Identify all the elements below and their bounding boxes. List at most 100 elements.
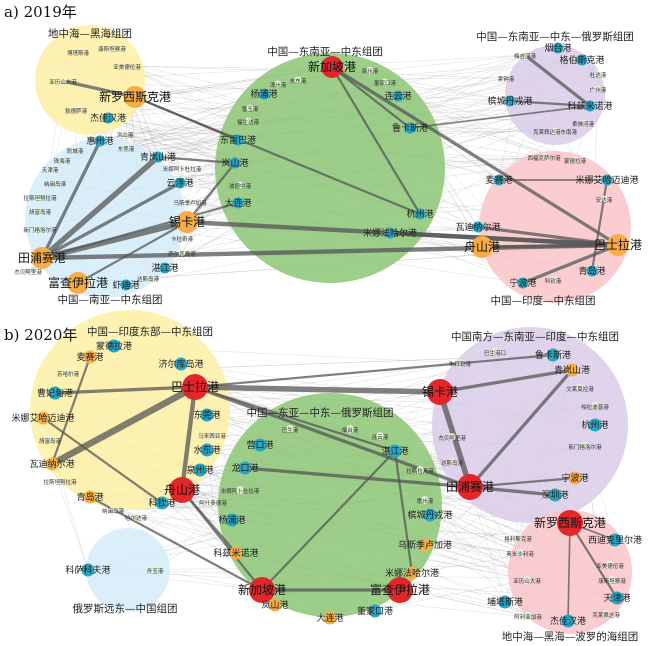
port-node[interactable]	[548, 488, 562, 502]
port-node[interactable]	[121, 130, 129, 138]
port-node[interactable]	[294, 76, 302, 84]
port-node[interactable]	[404, 122, 416, 134]
port-node[interactable]	[608, 533, 622, 547]
port-node[interactable]	[448, 458, 456, 466]
port-node[interactable]	[193, 463, 207, 477]
port-node[interactable]	[381, 78, 389, 86]
port-node[interactable]	[321, 56, 343, 78]
port-node[interactable]	[414, 208, 426, 220]
port-node[interactable]	[368, 604, 382, 618]
port-node[interactable]	[107, 339, 121, 353]
port-node[interactable]	[249, 577, 275, 603]
port-node[interactable]	[471, 236, 493, 258]
port-node[interactable]	[557, 510, 583, 536]
port-node[interactable]	[244, 117, 252, 125]
port-node[interactable]	[576, 384, 584, 392]
port-node[interactable]	[594, 70, 602, 78]
port-node[interactable]	[517, 277, 529, 289]
port-node[interactable]	[232, 197, 244, 209]
port-node[interactable]	[610, 591, 624, 605]
port-node[interactable]	[504, 95, 516, 107]
port-node[interactable]	[608, 576, 616, 584]
port-node[interactable]	[122, 144, 130, 152]
port-node[interactable]	[565, 363, 579, 377]
port-node[interactable]	[416, 466, 424, 474]
port-node[interactable]	[456, 359, 464, 367]
port-node[interactable]	[225, 513, 239, 527]
port-node[interactable]	[31, 247, 53, 269]
port-node[interactable]	[24, 267, 32, 275]
port-node[interactable]	[540, 153, 548, 161]
port-node[interactable]	[268, 598, 282, 612]
port-node[interactable]	[209, 498, 217, 506]
port-node[interactable]	[56, 477, 64, 485]
port-node[interactable]	[561, 614, 575, 628]
port-node[interactable]	[102, 112, 114, 124]
port-node[interactable]	[94, 135, 106, 147]
port-node[interactable]	[81, 563, 95, 577]
port-node[interactable]	[594, 85, 602, 93]
port-node[interactable]	[405, 566, 419, 580]
port-node[interactable]	[159, 262, 171, 274]
port-node[interactable]	[366, 66, 374, 74]
port-node[interactable]	[346, 425, 354, 433]
port-node[interactable]	[423, 508, 437, 522]
port-node[interactable]	[581, 442, 589, 450]
port-node[interactable]	[388, 444, 402, 458]
port-node[interactable]	[448, 433, 456, 441]
port-node[interactable]	[59, 77, 67, 85]
port-node[interactable]	[155, 496, 169, 510]
port-node[interactable]	[588, 418, 602, 432]
port-node[interactable]	[421, 496, 429, 504]
port-node[interactable]	[546, 348, 560, 362]
port-node[interactable]	[600, 195, 608, 203]
port-node[interactable]	[36, 411, 50, 425]
port-node[interactable]	[71, 146, 79, 154]
port-node[interactable]	[387, 577, 413, 603]
port-node[interactable]	[36, 225, 44, 233]
port-node[interactable]	[200, 408, 214, 422]
port-node[interactable]	[602, 610, 610, 618]
port-node[interactable]	[579, 119, 587, 127]
port-node[interactable]	[524, 612, 532, 620]
port-node[interactable]	[601, 174, 613, 186]
port-node[interactable]	[236, 486, 244, 494]
port-node[interactable]	[607, 234, 629, 256]
port-node[interactable]	[238, 461, 252, 475]
port-node[interactable]	[83, 490, 97, 504]
port-node[interactable]	[514, 534, 522, 542]
port-node[interactable]	[516, 549, 524, 557]
port-node[interactable]	[568, 471, 582, 485]
port-node[interactable]	[523, 576, 531, 584]
port-node[interactable]	[83, 350, 97, 364]
port-node[interactable]	[323, 611, 337, 625]
port-node[interactable]	[123, 62, 131, 70]
port-node[interactable]	[46, 165, 54, 173]
port-node[interactable]	[74, 48, 82, 56]
port-node[interactable]	[108, 44, 116, 52]
port-node[interactable]	[208, 431, 216, 439]
port-node[interactable]	[586, 265, 598, 277]
port-node[interactable]	[120, 279, 132, 291]
port-node[interactable]	[36, 193, 44, 201]
port-node[interactable]	[606, 561, 614, 569]
port-node[interactable]	[571, 156, 579, 164]
port-node[interactable]	[591, 402, 599, 410]
port-node[interactable]	[64, 369, 72, 377]
port-node[interactable]	[418, 538, 432, 552]
port-node[interactable]	[392, 90, 404, 102]
port-node[interactable]	[169, 477, 195, 503]
port-node[interactable]	[236, 181, 244, 189]
port-node[interactable]	[144, 274, 152, 282]
port-node[interactable]	[51, 179, 59, 187]
port-node[interactable]	[132, 513, 140, 521]
port-node[interactable]	[472, 221, 484, 233]
port-node[interactable]	[521, 51, 529, 59]
port-node[interactable]	[36, 207, 44, 215]
port-node[interactable]	[551, 127, 559, 135]
port-node[interactable]	[124, 86, 146, 108]
port-node[interactable]	[151, 566, 159, 574]
port-node[interactable]	[584, 100, 596, 112]
port-node[interactable]	[72, 106, 80, 114]
port-node[interactable]	[246, 104, 254, 112]
